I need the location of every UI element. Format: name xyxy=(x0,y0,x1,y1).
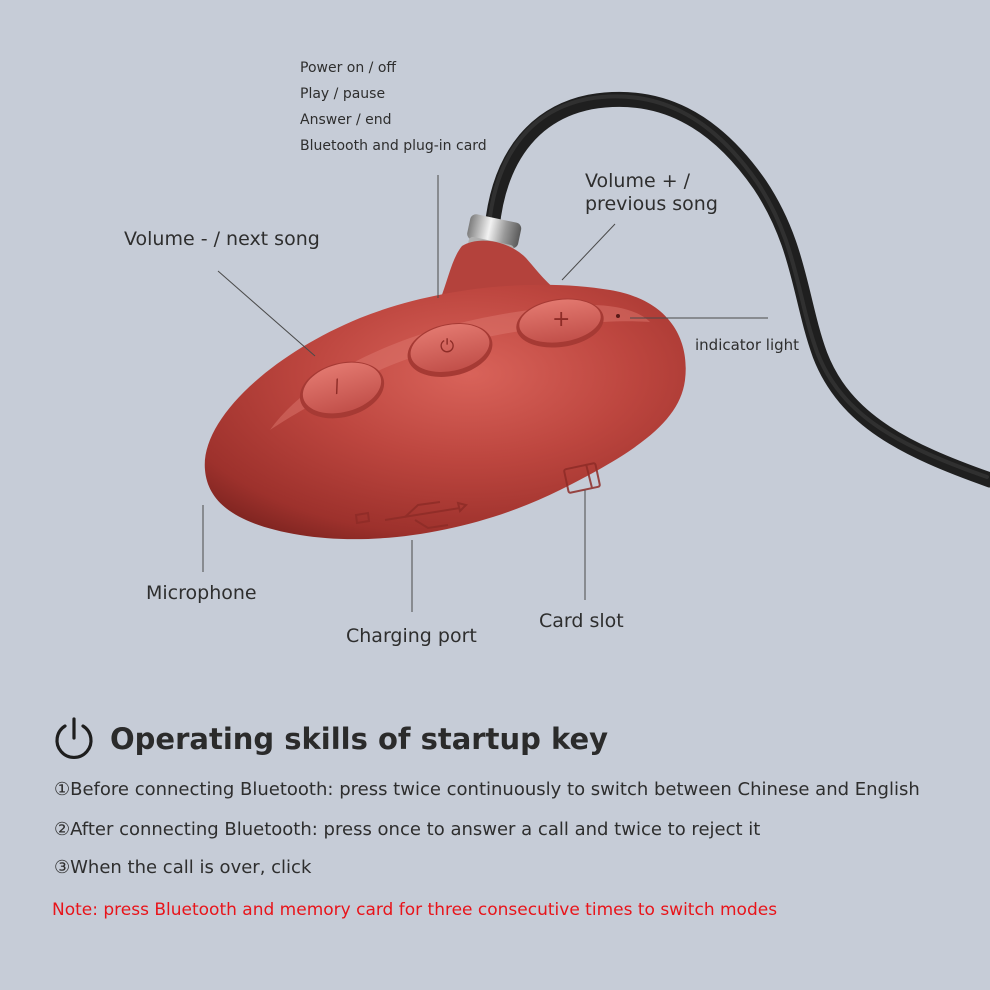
step-1: ①Before connecting Bluetooth: press twic… xyxy=(54,779,920,800)
label-volume-plus-line2: previous song xyxy=(585,193,718,215)
label-answer-end: Answer / end xyxy=(300,112,392,128)
label-volume-minus: Volume - / next song xyxy=(124,228,320,250)
label-power-on-off: Power on / off xyxy=(300,60,397,76)
label-microphone: Microphone xyxy=(146,582,257,604)
label-card-slot: Card slot xyxy=(539,610,624,632)
label-charging-port: Charging port xyxy=(346,625,477,647)
label-indicator-light: indicator light xyxy=(695,336,800,354)
volume-minus-button xyxy=(299,361,385,419)
label-volume-plus-line1: Volume + / xyxy=(585,170,691,192)
operating-title: Operating skills of startup key xyxy=(110,722,609,756)
indicator-light-dot xyxy=(616,314,620,318)
card-slot-icon xyxy=(563,462,601,494)
operating-section-header: Operating skills of startup key xyxy=(52,716,608,762)
plus-button-symbol: + xyxy=(552,307,571,332)
step-3: ③When the call is over, click xyxy=(54,857,312,878)
power-icon xyxy=(55,717,93,760)
power-button-symbol: ⏻ xyxy=(440,336,455,357)
step-2: ②After connecting Bluetooth: press once … xyxy=(54,819,761,840)
label-bluetooth-plugin: Bluetooth and plug-in card xyxy=(300,138,487,154)
usb-icon xyxy=(354,501,468,530)
power-key-labels: Power on / off Play / pause Answer / end… xyxy=(300,55,487,159)
leader-lines xyxy=(202,175,768,612)
volume-plus-button xyxy=(516,298,604,348)
mode-switch-note: Note: press Bluetooth and memory card fo… xyxy=(52,900,778,920)
power-button xyxy=(407,323,493,377)
label-play-pause: Play / pause xyxy=(300,86,386,102)
